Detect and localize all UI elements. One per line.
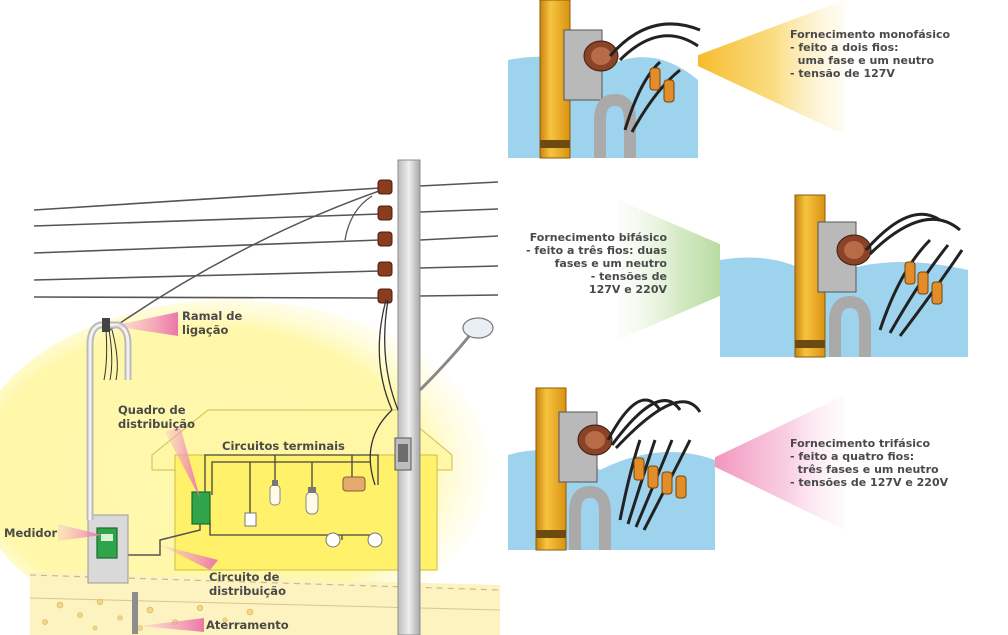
distribution-board bbox=[191, 491, 211, 525]
mono-wires bbox=[608, 22, 701, 133]
bi-title: Fornecimento bifásico bbox=[529, 231, 667, 244]
bi-line: 127V e 220V bbox=[588, 283, 667, 296]
mono-title: Fornecimento monofásico bbox=[790, 28, 951, 41]
bi-line: - tensões de bbox=[590, 270, 667, 283]
soil bbox=[42, 598, 254, 631]
tri-fuse-2 bbox=[647, 465, 659, 489]
quadro-pointer bbox=[165, 426, 200, 498]
mono-fuse-2 bbox=[663, 79, 675, 103]
mono-cone bbox=[685, 0, 845, 135]
outlet-2 bbox=[367, 532, 383, 548]
tri-text: Fornecimento trifásico - feito a quatro … bbox=[790, 437, 948, 489]
tri-pipe bbox=[569, 485, 611, 550]
bi-fuse-2 bbox=[917, 271, 929, 295]
street-pole bbox=[397, 159, 421, 635]
mast-insulator bbox=[102, 318, 110, 332]
lamp-2 bbox=[305, 487, 319, 515]
distribution-circuit bbox=[115, 524, 201, 556]
tri-line: três fases e um neutro bbox=[790, 463, 939, 476]
tri-title: Fornecimento trifásico bbox=[790, 437, 931, 450]
bi-fuse-3 bbox=[931, 281, 943, 305]
mono-fuse-1 bbox=[649, 67, 661, 91]
mono-line: uma fase e um neutro bbox=[790, 54, 935, 67]
tri-fuse-3 bbox=[661, 471, 673, 495]
circuitos-label: Circuitos terminais bbox=[222, 439, 345, 453]
circuito-pointer bbox=[160, 545, 218, 570]
aterramento-label: Aterramento bbox=[206, 618, 289, 632]
panel-trifasico bbox=[508, 387, 845, 551]
pole-insulators bbox=[377, 179, 393, 304]
pointer-arrows bbox=[58, 312, 218, 632]
panel-bifasico bbox=[618, 194, 968, 358]
aterramento-pointer bbox=[140, 618, 204, 632]
tri-line: - feito a quatro fios: bbox=[790, 450, 915, 463]
ramal-pointer bbox=[112, 312, 178, 336]
bi-text: Fornecimento bifásico - feito a três fio… bbox=[505, 231, 667, 296]
tri-fuse-1 bbox=[633, 457, 645, 481]
lamp-arm bbox=[418, 334, 472, 392]
medidor-label: Medidor bbox=[4, 526, 58, 540]
tri-fuse-4 bbox=[675, 475, 687, 499]
switch bbox=[244, 512, 257, 527]
bi-cone bbox=[618, 200, 780, 340]
overhead-lines bbox=[33, 181, 499, 299]
street-lamp bbox=[462, 317, 494, 339]
lamp-1 bbox=[269, 480, 281, 506]
mono-line: - tensão de 127V bbox=[790, 67, 895, 80]
service-drop bbox=[109, 189, 383, 331]
main-scene bbox=[0, 159, 501, 635]
bi-line: - feito a três fios: duas bbox=[526, 244, 667, 257]
outlet-1 bbox=[325, 532, 341, 548]
bi-pipe bbox=[829, 295, 871, 357]
mono-line: - feito a dois fios: bbox=[790, 41, 899, 54]
medidor-pointer bbox=[58, 524, 102, 541]
bi-fuse-1 bbox=[904, 261, 916, 285]
bi-line: fases e um neutro bbox=[554, 257, 667, 270]
ground-rod bbox=[132, 592, 138, 634]
house bbox=[151, 409, 453, 571]
tri-line: - tensões de 127V e 220V bbox=[790, 476, 949, 489]
mono-text: Fornecimento monofásico - feito a dois f… bbox=[790, 28, 950, 80]
panel-monofasico bbox=[508, 0, 845, 159]
terminal-circuits bbox=[204, 454, 380, 540]
meter bbox=[96, 527, 118, 559]
appliance bbox=[342, 476, 366, 492]
tri-cone bbox=[705, 395, 845, 530]
